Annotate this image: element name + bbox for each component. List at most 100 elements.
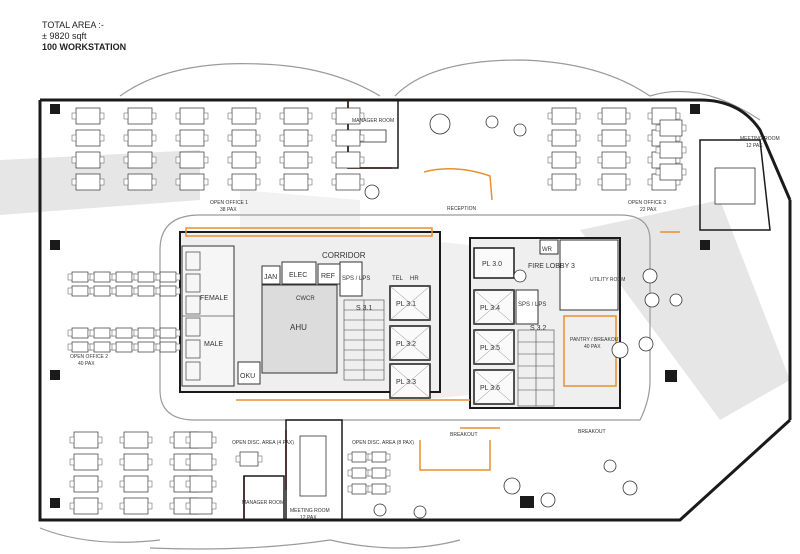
chair [111, 273, 117, 281]
chair [331, 134, 337, 142]
workstation-desk [179, 129, 205, 147]
chair [367, 469, 373, 477]
round-table [642, 268, 658, 284]
label-elec: ELEC [289, 272, 307, 279]
chair [279, 134, 285, 142]
workstation-desk [551, 151, 577, 169]
workstation-desk [137, 271, 155, 283]
workstation-desk [351, 451, 367, 463]
workstation-desk [115, 285, 133, 297]
chair [97, 458, 103, 466]
workstation-desk [659, 141, 683, 159]
workstation-desk [659, 163, 683, 181]
chair [67, 329, 73, 337]
label-pl31: PL 3.1 [396, 301, 416, 308]
chair [175, 343, 181, 351]
chair [547, 156, 553, 164]
chair [331, 112, 337, 120]
label-open-office-3-pax: 22 PAX [640, 207, 657, 213]
label-open-office-3: OPEN OFFICE 3 [628, 200, 666, 206]
workstation-desk [127, 151, 153, 169]
chair [681, 146, 687, 154]
chair [89, 273, 95, 281]
round-tables [364, 113, 683, 519]
workstation-desk [73, 497, 99, 515]
label-female: FEMALE [200, 295, 228, 302]
chair [347, 485, 353, 493]
chair [175, 156, 181, 164]
chair [647, 112, 653, 120]
chair [625, 134, 631, 142]
area-value: ± 9820 sqft [42, 31, 87, 41]
orange-highlights [185, 168, 680, 471]
chair [359, 178, 365, 186]
chair [185, 502, 191, 510]
workstation-desk [75, 173, 101, 191]
chair [307, 134, 313, 142]
core [179, 231, 621, 409]
chair [257, 455, 263, 463]
chair [203, 112, 209, 120]
workstation-desk [75, 151, 101, 169]
round-table [513, 269, 527, 283]
label-sps-lps: SPS / LPS [342, 276, 370, 282]
chair [175, 273, 181, 281]
workstation-desk [73, 453, 99, 471]
label-ahu: AHU [290, 323, 307, 332]
workstation-desk [231, 151, 257, 169]
workstation-desk [75, 129, 101, 147]
meeting-room-bottom [285, 419, 343, 521]
workstation-desk [93, 285, 111, 297]
chair [155, 329, 161, 337]
workstation-desk [123, 475, 149, 493]
workstation-desk [75, 107, 101, 125]
label-tel: TEL [392, 276, 404, 282]
chair [175, 178, 181, 186]
workstation-desk [71, 285, 89, 297]
workstation-desk [115, 271, 133, 283]
chair [133, 273, 139, 281]
chair [151, 178, 157, 186]
chair [155, 343, 161, 351]
label-meeting-room-bottom-pax: 12 PAX [300, 515, 317, 521]
chair [575, 156, 581, 164]
chair [597, 178, 603, 186]
workstation-desk [551, 107, 577, 125]
label-hr: HR [410, 276, 419, 282]
chair [647, 178, 653, 186]
chair [575, 178, 581, 186]
chair [647, 134, 653, 142]
label-breakout-2: BREAKOUT [578, 429, 606, 435]
workstation-desk [283, 107, 309, 125]
workstation-desk [335, 129, 361, 147]
round-table [429, 113, 451, 135]
chair [307, 156, 313, 164]
label-open-office-1: OPEN OFFICE 1 [210, 200, 248, 206]
label-pl34: PL 3.4 [480, 305, 500, 312]
chair [147, 436, 153, 444]
chair [625, 178, 631, 186]
label-ref: REF [321, 273, 335, 280]
label-pl32: PL 3.2 [396, 341, 416, 348]
chair [169, 458, 175, 466]
chair [155, 287, 161, 295]
label-cwcr: CWCR [296, 296, 315, 302]
chair [111, 343, 117, 351]
chair [331, 178, 337, 186]
workstation-desk [335, 151, 361, 169]
workstation-desk [659, 119, 683, 137]
workstation-desk [179, 107, 205, 125]
label-utility-room: UTILITY ROOM [590, 277, 625, 283]
workstation-desk [73, 475, 99, 493]
round-table [503, 477, 521, 495]
chair [625, 112, 631, 120]
chair [147, 480, 153, 488]
chair [89, 329, 95, 337]
workstation-desk [137, 327, 155, 339]
chair [99, 178, 105, 186]
chair [71, 156, 77, 164]
workstation-desk [189, 475, 213, 493]
workstation-desk [189, 431, 213, 449]
workstation-desk [127, 129, 153, 147]
chair [227, 134, 233, 142]
